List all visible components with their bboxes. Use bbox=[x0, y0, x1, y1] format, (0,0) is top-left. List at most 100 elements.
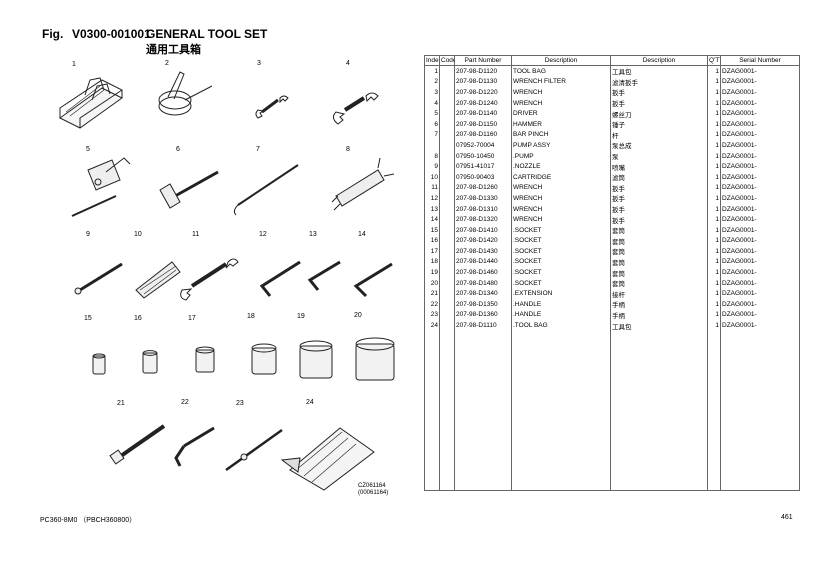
row-part-number: 207-98-D1430 bbox=[454, 246, 512, 257]
empty-cell bbox=[720, 426, 800, 437]
empty-cell bbox=[424, 405, 440, 416]
row-code bbox=[439, 182, 455, 194]
row-description-local: 喷嘴 bbox=[610, 161, 708, 172]
row-index: 13 bbox=[424, 203, 440, 215]
row-description-local: 泵总成 bbox=[610, 140, 708, 151]
empty-cell bbox=[720, 479, 800, 491]
row-index: 4 bbox=[424, 97, 440, 109]
row-part-number: 207-98-D1360 bbox=[454, 309, 512, 321]
row-description: DRIVER bbox=[511, 108, 611, 119]
row-part-number: 207-98-D1460 bbox=[454, 267, 512, 278]
header-description-local: Description bbox=[610, 55, 708, 66]
row-index: 7 bbox=[424, 129, 440, 141]
row-code bbox=[439, 129, 455, 141]
row-serial: DZAG0001- bbox=[720, 235, 800, 247]
empty-cell bbox=[424, 330, 440, 342]
socket-16-illustration bbox=[142, 350, 158, 374]
row-part-number: 207-98-D1440 bbox=[454, 256, 512, 268]
empty-cell bbox=[511, 330, 611, 342]
header-description: Description bbox=[511, 55, 611, 66]
row-description: WRENCH FILTER bbox=[511, 76, 611, 88]
row-index bbox=[424, 140, 440, 151]
row-description-local: 套筒 bbox=[610, 224, 708, 236]
row-index: 22 bbox=[424, 299, 440, 310]
empty-cell bbox=[511, 341, 611, 353]
hex-key-12-illustration bbox=[259, 260, 301, 297]
row-description-local: 手柄 bbox=[610, 309, 708, 321]
row-qty: 1 bbox=[707, 108, 721, 119]
row-qty: 1 bbox=[707, 203, 721, 215]
empty-cell bbox=[610, 405, 708, 416]
row-description: WRENCH bbox=[511, 193, 611, 204]
empty-cell bbox=[707, 405, 721, 416]
row-code bbox=[439, 267, 455, 278]
empty-cell bbox=[720, 394, 800, 405]
row-qty: 1 bbox=[707, 288, 721, 300]
row-description: .SOCKET bbox=[511, 256, 611, 268]
row-code bbox=[439, 140, 455, 151]
row-serial: DZAG0001- bbox=[720, 140, 800, 151]
row-code bbox=[439, 97, 455, 109]
cartridge-illustration bbox=[135, 261, 181, 299]
empty-cell bbox=[720, 352, 800, 363]
empty-cell bbox=[424, 447, 440, 458]
empty-cell bbox=[707, 373, 721, 384]
row-index: 12 bbox=[424, 193, 440, 204]
empty-cell bbox=[707, 426, 721, 437]
empty-cell bbox=[424, 394, 440, 405]
table-row-empty bbox=[424, 426, 800, 437]
empty-cell bbox=[610, 415, 708, 427]
callout-2: 2 bbox=[165, 60, 169, 67]
parts-illustration bbox=[59, 71, 395, 491]
empty-cell bbox=[610, 352, 708, 363]
row-index: 20 bbox=[424, 277, 440, 289]
callout-3: 3 bbox=[257, 60, 261, 67]
grease-pump-illustration bbox=[331, 157, 395, 211]
row-description-local: 滤清扳手 bbox=[610, 76, 708, 88]
empty-cell bbox=[454, 426, 512, 437]
empty-cell bbox=[439, 362, 455, 374]
row-serial: DZAG0001- bbox=[720, 203, 800, 215]
row-serial: DZAG0001- bbox=[720, 224, 800, 236]
empty-cell bbox=[454, 383, 512, 395]
callout-20: 20 bbox=[354, 312, 362, 319]
row-description-local: 扳手 bbox=[610, 214, 708, 225]
callout-22: 22 bbox=[181, 399, 189, 406]
row-description-local: 套筒 bbox=[610, 246, 708, 257]
empty-cell bbox=[511, 457, 611, 469]
callout-15: 15 bbox=[84, 315, 92, 322]
empty-cell bbox=[707, 436, 721, 448]
table-row-empty bbox=[424, 447, 800, 458]
row-qty: 1 bbox=[707, 299, 721, 310]
row-description: CARTRIDGE bbox=[511, 171, 611, 183]
row-description-local: 螺丝刀 bbox=[610, 108, 708, 119]
empty-cell bbox=[511, 426, 611, 437]
row-description: .SOCKET bbox=[511, 246, 611, 257]
row-serial: DZAG0001- bbox=[720, 214, 800, 225]
row-code bbox=[439, 65, 455, 77]
row-description-local: 套筒 bbox=[610, 277, 708, 289]
empty-cell bbox=[454, 468, 512, 480]
empty-cell bbox=[439, 479, 455, 491]
callout-9: 9 bbox=[86, 231, 90, 238]
small-wrench-illustration bbox=[255, 95, 289, 119]
row-serial: DZAG0001- bbox=[720, 299, 800, 310]
row-description: .SOCKET bbox=[511, 235, 611, 247]
empty-cell bbox=[720, 362, 800, 374]
table-row-empty bbox=[424, 373, 800, 384]
empty-cell bbox=[511, 405, 611, 416]
row-serial: DZAG0001- bbox=[720, 182, 800, 194]
row-serial: DZAG0001- bbox=[720, 171, 800, 183]
row-description: .HANDLE bbox=[511, 309, 611, 321]
empty-cell bbox=[439, 426, 455, 437]
